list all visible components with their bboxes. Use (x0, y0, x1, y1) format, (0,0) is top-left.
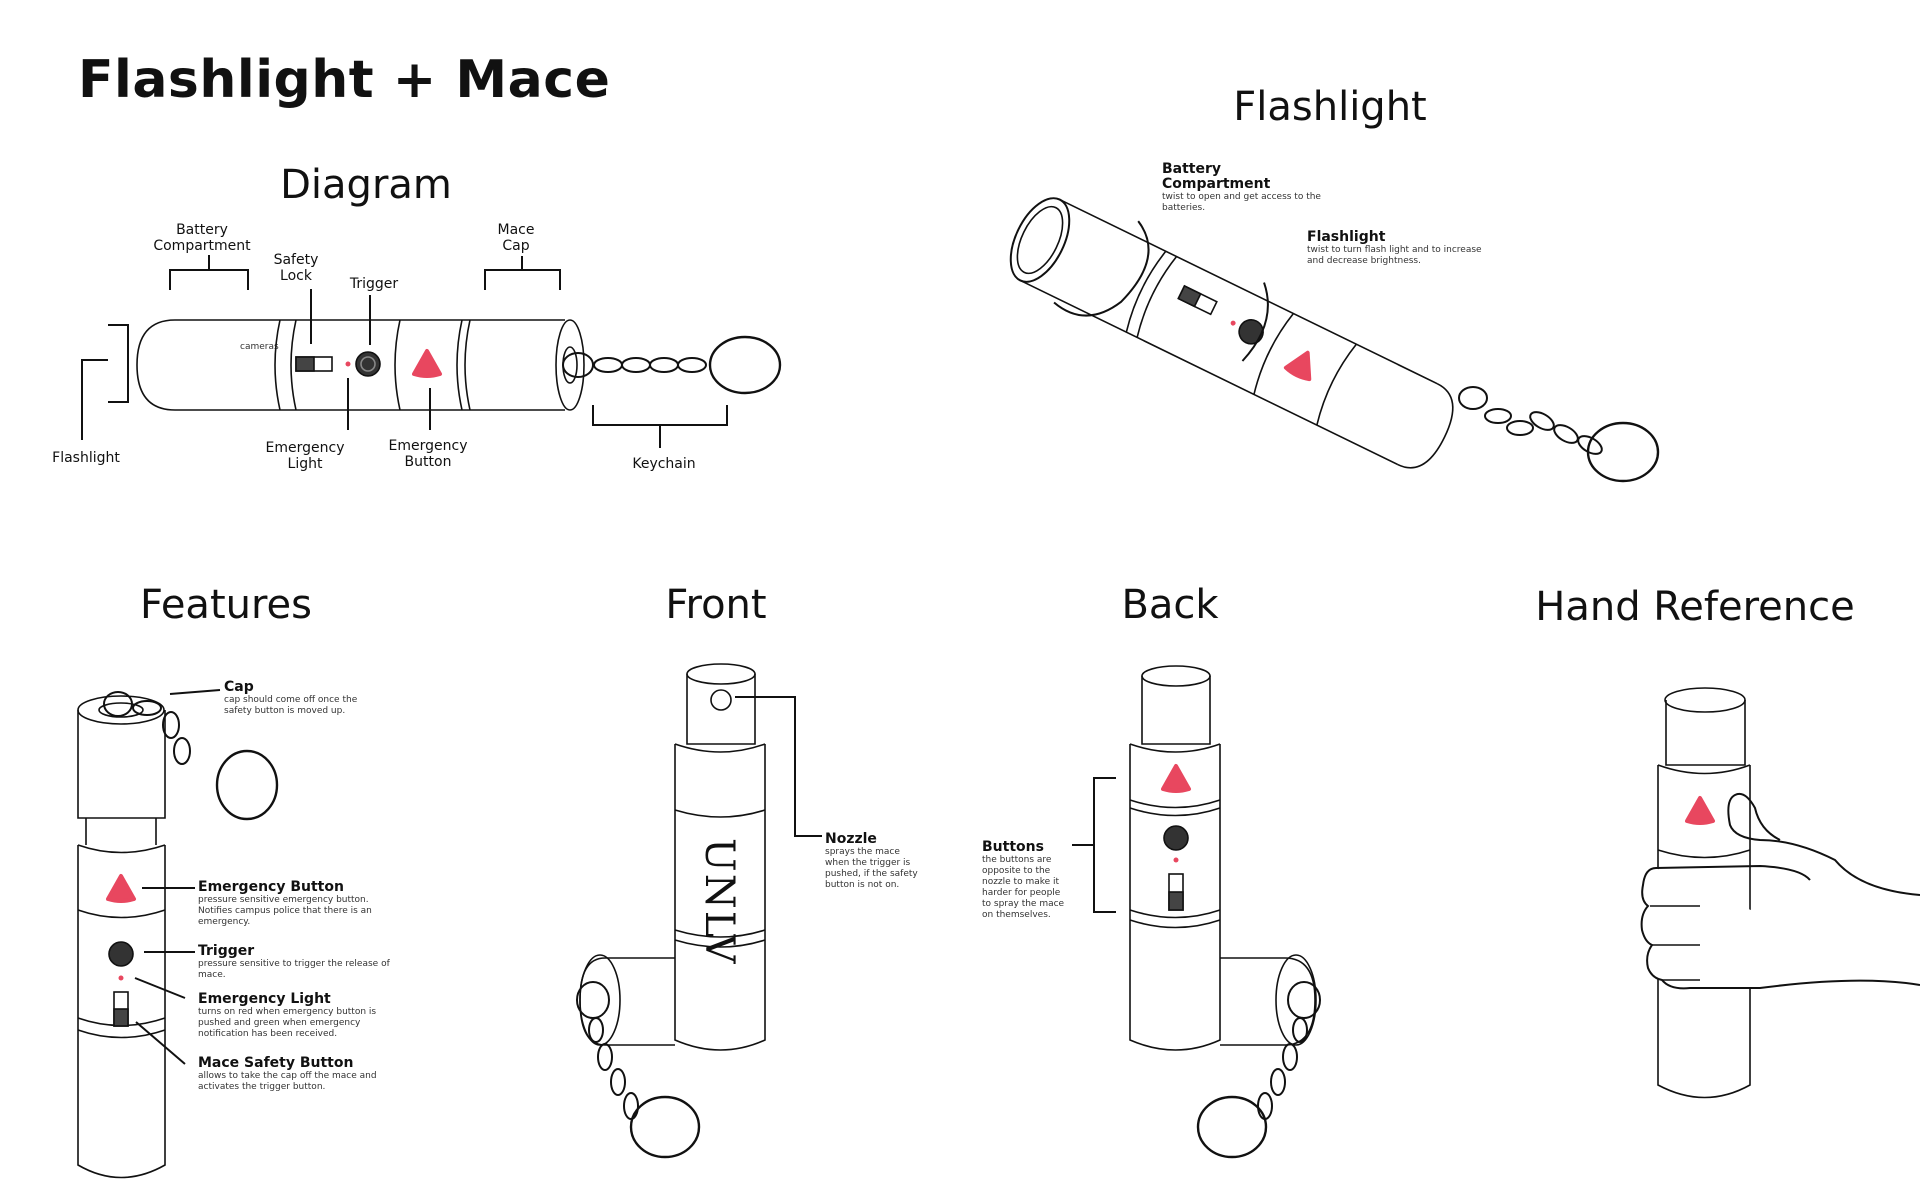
front-heading: Front (665, 582, 767, 628)
flashlight-heading: Flashlight (1233, 84, 1427, 130)
feature-trigger: Trigger pressure sensitive to trigger th… (198, 944, 398, 981)
feature-title: Trigger (198, 943, 255, 959)
feature-cap: Cap cap should come off once the safety … (224, 680, 374, 717)
diagram-keychain (562, 335, 782, 395)
back-heading: Back (1121, 582, 1219, 628)
feature-title: Cap (224, 679, 254, 695)
features-device (77, 689, 279, 1179)
note-buttons: Buttons the buttons are opposite to the … (982, 840, 1072, 921)
label-battery-compartment: Battery Compartment (153, 222, 251, 254)
front-brand: UNLV (696, 838, 742, 966)
feature-desc: cap should come off once the safety butt… (224, 695, 358, 716)
tilted-keychain (1458, 386, 1660, 483)
diagram-callouts (81, 255, 728, 448)
feature-desc: allows to take the cap off the mace and … (198, 1071, 377, 1092)
diagram-device (136, 319, 585, 411)
label-keychain: Keychain (632, 456, 696, 472)
page-title: Flashlight + Mace (78, 50, 611, 110)
label-emergency-light: Emergency Light (265, 440, 345, 472)
feature-title: Mace Safety Button (198, 1055, 354, 1071)
feature-mace-safety-button: Mace Safety Button allows to take the ca… (198, 1056, 398, 1093)
diagram-heading: Diagram (280, 162, 452, 208)
back-device (1072, 665, 1321, 1159)
emergency-triangle-icon (412, 349, 442, 378)
feature-desc: turns on red when emergency button is pu… (198, 1007, 377, 1039)
front-device (576, 663, 822, 1159)
feature-emergency-light: Emergency Light turns on red when emerge… (198, 992, 398, 1040)
note-desc: twist to turn flash light and to increas… (1307, 245, 1482, 266)
label-emergency-button: Emergency Button (388, 438, 468, 470)
note-desc: twist to open and get access to the batt… (1162, 192, 1321, 213)
label-safety-lock: Safety Lock (273, 252, 319, 284)
note-title: Nozzle (825, 831, 877, 847)
feature-desc: pressure sensitive emergency button. Not… (198, 895, 372, 927)
note-title: Buttons (982, 839, 1044, 855)
feature-desc: pressure sensitive to trigger the releas… (198, 959, 390, 980)
hand-reference (1640, 687, 1920, 1099)
feature-emergency-button: Emergency Button pressure sensitive emer… (198, 880, 398, 928)
note-battery-compartment: Battery Compartment twist to open and ge… (1162, 162, 1332, 214)
features-heading: Features (140, 582, 312, 628)
label-trigger: Trigger (349, 276, 399, 292)
label-mace-cap: Mace Cap (497, 222, 535, 254)
hand-heading: Hand Reference (1535, 584, 1855, 630)
note-desc: sprays the mace when the trigger is push… (825, 847, 918, 890)
note-nozzle: Nozzle sprays the mace when the trigger … (825, 832, 925, 891)
label-flashlight: Flashlight (52, 450, 120, 466)
feature-title: Emergency Light (198, 991, 331, 1007)
note-flashlight: Flashlight twist to turn flash light and… (1307, 230, 1492, 267)
tilted-device (1009, 197, 1454, 469)
note-title: Flashlight (1307, 229, 1386, 245)
note-title: Battery Compartment (1162, 161, 1271, 192)
feature-title: Emergency Button (198, 879, 344, 895)
note-desc: the buttons are opposite to the nozzle t… (982, 855, 1065, 920)
body-print: cameras (240, 342, 279, 352)
